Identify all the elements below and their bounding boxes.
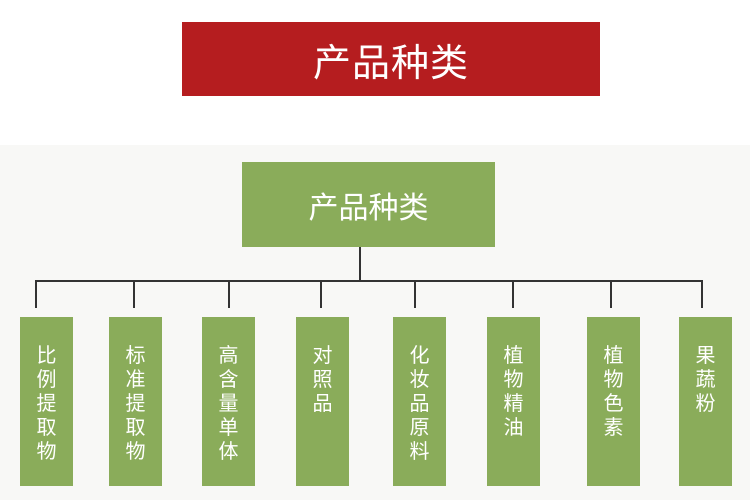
- category-node: 对照品: [296, 317, 349, 486]
- category-label: 植物色素: [603, 343, 624, 439]
- category-node: 植物精油: [487, 317, 540, 486]
- category-label: 果蔬粉: [695, 343, 716, 415]
- category-label: 标准提取物: [125, 343, 146, 463]
- child-connector: [414, 280, 416, 308]
- category-label: 高含量单体: [218, 343, 239, 463]
- child-connector: [35, 280, 37, 308]
- root-connector: [359, 247, 361, 281]
- title-banner-text: 产品种类: [312, 40, 469, 85]
- category-label: 化妆品原料: [409, 343, 430, 463]
- category-node: 高含量单体: [202, 317, 255, 486]
- title-banner: 产品种类: [182, 22, 600, 96]
- child-connector: [133, 280, 135, 308]
- category-node: 化妆品原料: [393, 317, 446, 486]
- root-node: 产品种类: [242, 162, 495, 247]
- child-connector: [701, 280, 703, 308]
- child-connector: [610, 280, 612, 308]
- category-node: 植物色素: [587, 317, 640, 486]
- root-node-label: 产品种类: [308, 190, 429, 226]
- category-label: 植物精油: [503, 343, 524, 439]
- category-label: 比例提取物: [36, 343, 57, 463]
- child-connector: [512, 280, 514, 308]
- child-connector: [320, 280, 322, 308]
- horizontal-connector: [35, 280, 702, 282]
- category-node: 果蔬粉: [679, 317, 732, 486]
- category-node: 标准提取物: [109, 317, 162, 486]
- category-label: 对照品: [312, 343, 333, 415]
- category-node: 比例提取物: [20, 317, 73, 486]
- child-connector: [228, 280, 230, 308]
